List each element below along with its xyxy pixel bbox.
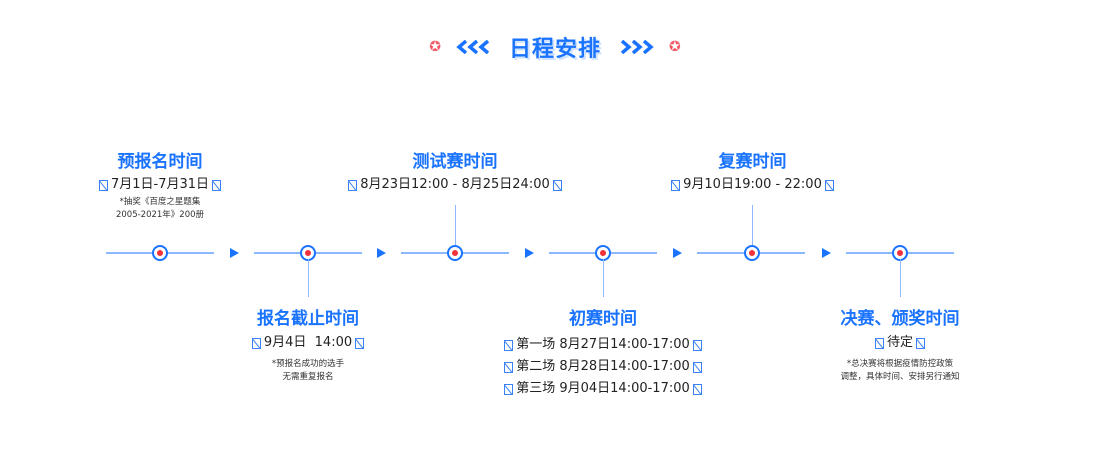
box-icon — [348, 179, 358, 191]
stage-pre-registration: 预报名时间 7月1日-7月31日 *抽奖《百度之星题集 2005-2021年》2… — [60, 152, 260, 222]
stage-test-round: 测试赛时间 8月23日12:00 - 8月25日24:00 — [320, 152, 590, 194]
star-icon: ✪ — [429, 39, 441, 55]
star-icon: ✪ — [669, 39, 681, 55]
stage-date: 9月4日 14:00 — [208, 334, 408, 352]
chevrons-right-icon — [615, 40, 655, 54]
connector-line — [752, 205, 753, 245]
stage-note: *总决赛将根据疫情防控政策 — [846, 359, 954, 369]
box-icon — [692, 361, 702, 373]
arrow-right-icon — [230, 248, 239, 258]
timeline-node — [152, 245, 168, 261]
stage-title: 初赛时间 — [569, 309, 637, 329]
box-icon — [692, 383, 702, 395]
stage-date: 第二场 8月28日14:00-17:00 — [478, 356, 728, 378]
section-heading: ✪ 日程安排 ✪ — [0, 28, 1110, 66]
connector-line — [308, 259, 309, 297]
timeline-node — [744, 245, 760, 261]
box-icon — [504, 361, 514, 373]
arrow-right-icon — [673, 248, 682, 258]
box-icon — [98, 179, 108, 191]
connector-line — [455, 205, 456, 245]
chevrons-left-icon — [455, 40, 495, 54]
connector-line — [900, 259, 901, 297]
stage-note: *抽奖《百度之星题集 — [119, 197, 201, 207]
box-icon — [552, 179, 562, 191]
stage-semifinal: 复赛时间 9月10日19:00 - 22:00 — [645, 152, 860, 194]
box-icon — [504, 339, 514, 351]
stage-final: 决赛、颁奖时间 待定 *总决赛将根据疫情防控政策 调整，具体时间、安排另行通知 — [800, 309, 1000, 384]
stage-date: 7月1日-7月31日 — [60, 176, 260, 194]
stage-note: 无需重复报名 — [282, 372, 334, 382]
box-icon — [671, 179, 681, 191]
stage-note: 调整，具体时间、安排另行通知 — [840, 372, 960, 382]
box-icon — [504, 383, 514, 395]
box-icon — [251, 337, 261, 349]
stage-title: 测试赛时间 — [412, 152, 498, 172]
connector-line — [603, 259, 604, 297]
page-title: 日程安排 — [508, 37, 601, 62]
stage-date: 第一场 8月27日14:00-17:00 — [478, 334, 728, 356]
stage-note: 2005-2021年》200册 — [115, 210, 205, 220]
timeline-node — [447, 245, 463, 261]
stage-title: 预报名时间 — [117, 152, 203, 172]
stage-note: *预报名成功的选手 — [271, 359, 345, 369]
arrow-right-icon — [377, 248, 386, 258]
stage-title: 复赛时间 — [718, 152, 787, 172]
box-icon — [874, 337, 884, 349]
stage-date: 第三场 9月04日14:00-17:00 — [478, 378, 728, 400]
stage-title: 决赛、颁奖时间 — [840, 309, 960, 329]
arrow-right-icon — [525, 248, 534, 258]
box-icon — [824, 179, 834, 191]
stage-title: 报名截止时间 — [257, 309, 359, 329]
stage-date: 9月10日19:00 - 22:00 — [645, 176, 860, 194]
stage-preliminary: 初赛时间 第一场 8月27日14:00-17:00 第二场 8月28日14:00… — [478, 309, 728, 400]
box-icon — [692, 339, 702, 351]
stage-registration-deadline: 报名截止时间 9月4日 14:00 *预报名成功的选手 无需重复报名 — [208, 309, 408, 384]
stage-date: 待定 — [800, 334, 1000, 352]
box-icon — [355, 337, 365, 349]
box-icon — [212, 179, 222, 191]
stage-date: 8月23日12:00 - 8月25日24:00 — [320, 176, 590, 194]
arrow-right-icon — [822, 248, 831, 258]
box-icon — [916, 337, 925, 349]
